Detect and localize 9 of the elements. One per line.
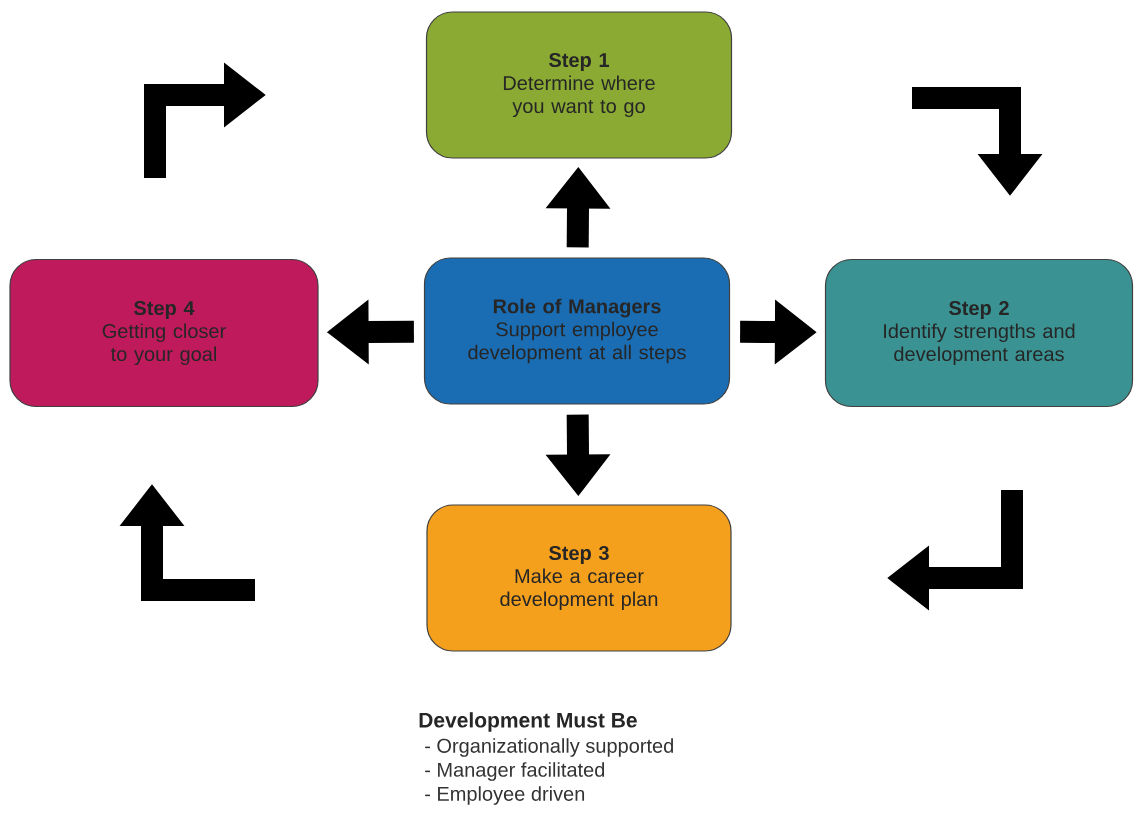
list-item: - Employee driven [425,786,585,805]
step-box: Step 3 Make a career development plan [426,504,732,652]
heading: Development Must Be [419,712,637,732]
step-box: Step 2 Identify strengths and development areas [824,258,1134,408]
list-item: - Manager facilitated [425,762,605,781]
step-box: Role of Managers Support employee development at all steps [423,257,731,405]
step-box: Step 1 Determine where you want to go [425,11,733,159]
list-item: - Organizationally supported [425,738,673,757]
step-box: Step 4 Getting closer to your goal [9,258,319,408]
